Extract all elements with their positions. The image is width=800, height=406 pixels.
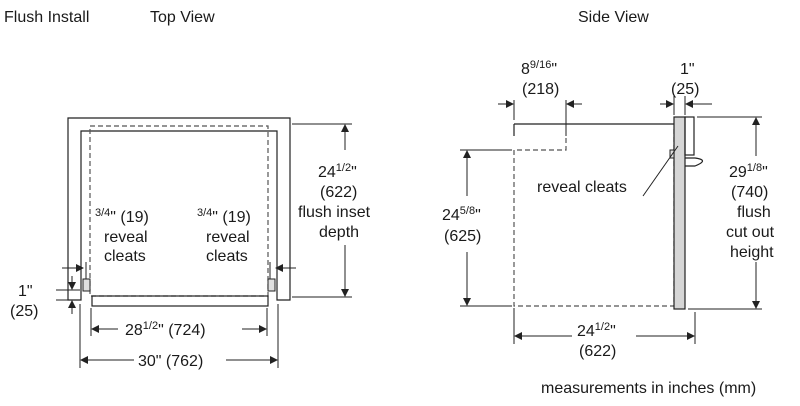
svg-text:height: height <box>730 244 774 261</box>
side-view-oven <box>513 116 704 310</box>
svg-text:245/8": 245/8" <box>442 205 481 224</box>
svg-text:(625): (625) <box>444 228 481 245</box>
side-gap-label-1: 1" <box>18 283 33 300</box>
svg-text:291/8": 291/8" <box>729 162 768 181</box>
door-thickness-dimension <box>660 96 712 115</box>
side-view-heading: Side View <box>578 9 649 26</box>
inner-width-dimension <box>90 308 268 336</box>
inner-width-label: 281/2" (724) <box>125 320 206 339</box>
side-height-dimension <box>460 149 512 307</box>
reveal-cleats-label: reveal cleats <box>537 179 627 196</box>
side-height-label: 245/8" (625) <box>442 205 481 245</box>
svg-text:reveal: reveal <box>104 229 148 246</box>
svg-text:flush inset: flush inset <box>298 204 371 221</box>
svg-text:(218): (218) <box>522 81 559 98</box>
svg-text:(740): (740) <box>731 184 768 201</box>
top-offset-label: 89/16" (218) <box>521 59 559 98</box>
right-cleat-label: 3/4" (19) reveal cleats <box>197 207 251 265</box>
svg-text:89/16": 89/16" <box>521 59 557 78</box>
side-gap-label-2: (25) <box>10 303 38 320</box>
left-cleat-label: 3/4" (19) reveal cleats <box>95 207 149 265</box>
svg-text:241/2": 241/2" <box>318 162 357 181</box>
svg-text:241/2": 241/2" <box>577 321 616 340</box>
svg-text:3/4" (19): 3/4" (19) <box>197 207 251 226</box>
svg-text:cleats: cleats <box>104 248 146 265</box>
top-view-heading: Top View <box>150 9 215 26</box>
outer-width-dimension <box>79 304 279 368</box>
door-thickness-label-2: (25) <box>671 81 699 98</box>
cutout-height-label: 291/8" (740) flush cut out height <box>726 162 775 261</box>
svg-text:flush: flush <box>737 204 771 221</box>
reveal-cleats-leader <box>642 145 679 197</box>
svg-text:(622): (622) <box>320 184 357 201</box>
svg-text:cut out: cut out <box>726 224 775 241</box>
flush-install-heading: Flush Install <box>4 9 89 26</box>
side-depth-dimension <box>513 308 696 344</box>
svg-text:depth: depth <box>319 224 359 241</box>
cutout-height-dimension <box>688 116 762 310</box>
measurements-note: measurements in inches (mm) <box>541 380 756 397</box>
svg-text:cleats: cleats <box>206 248 248 265</box>
side-depth-label: 241/2" (622) <box>577 321 616 360</box>
side-gap-dimension <box>56 276 80 314</box>
top-depth-label: 241/2" (622) flush inset depth <box>298 162 371 241</box>
door-thickness-label-1: 1" <box>680 61 695 78</box>
outer-width-label: 30" (762) <box>138 353 203 370</box>
svg-text:reveal: reveal <box>206 229 250 246</box>
top-depth-dimension <box>292 123 352 298</box>
top-offset-dimension <box>498 100 582 136</box>
svg-text:3/4" (19): 3/4" (19) <box>95 207 149 226</box>
svg-text:(622): (622) <box>579 343 616 360</box>
